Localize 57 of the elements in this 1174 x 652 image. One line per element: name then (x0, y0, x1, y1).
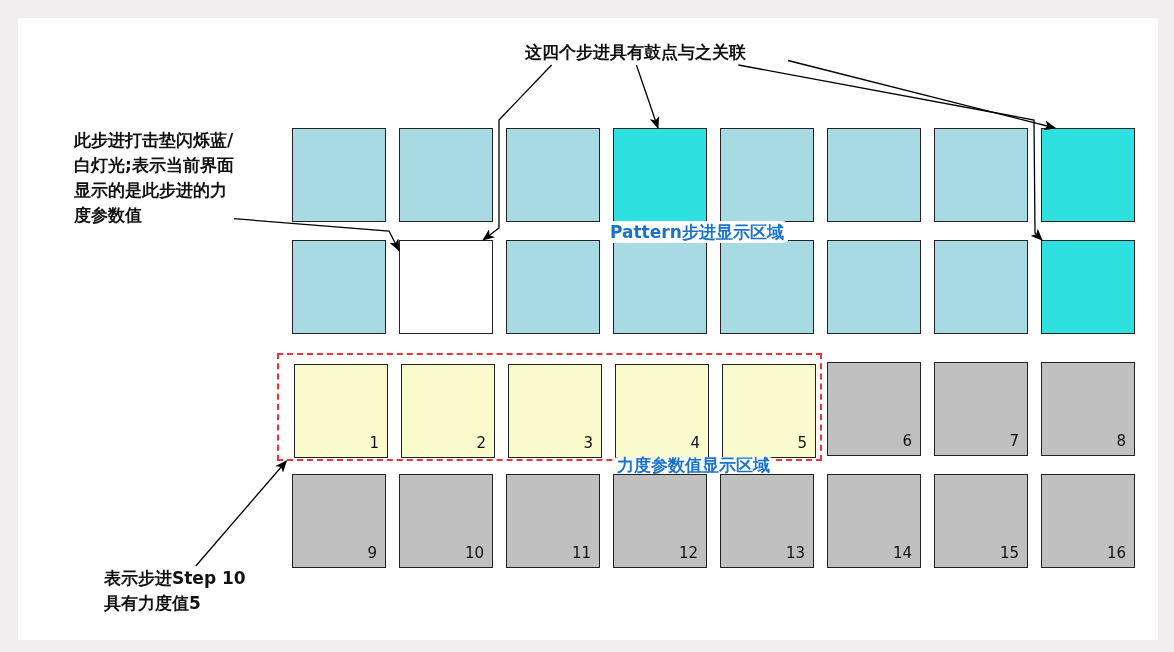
step-number: 10 (464, 546, 484, 561)
arrow (233, 218, 400, 252)
drum-pad (720, 474, 814, 568)
drum-pad (615, 364, 709, 458)
drum-pad (720, 128, 814, 222)
drum-pad (722, 364, 816, 458)
step-number: 12 (678, 546, 698, 561)
drum-pad (1041, 128, 1135, 222)
drum-pad (292, 474, 386, 568)
arrow (737, 64, 1043, 241)
drum-pad (827, 362, 921, 456)
drum-pad (292, 128, 386, 222)
drum-pad (1041, 474, 1135, 568)
drum-pad (506, 128, 600, 222)
step-number: 15 (999, 546, 1019, 561)
drum-pad (401, 364, 495, 458)
annotation-text: 这四个步进具有鼓点与之关联 (482, 40, 788, 65)
step-number: 7 (1009, 434, 1019, 449)
arrow (482, 64, 553, 241)
step-number: 13 (785, 546, 805, 561)
annotation-text: 表示步进Step 10 具有力度值5 (104, 566, 254, 616)
drum-pad (827, 474, 921, 568)
step-number: 8 (1116, 434, 1126, 449)
drum-pad (399, 240, 493, 334)
arrow (195, 460, 288, 567)
arrow (635, 64, 660, 129)
drum-pad (827, 240, 921, 334)
step-number: 16 (1106, 546, 1126, 561)
step-number: 6 (902, 434, 912, 449)
drum-pad (506, 240, 600, 334)
drum-pad (613, 128, 707, 222)
drum-pad (613, 240, 707, 334)
drum-pad (1041, 362, 1135, 456)
drum-pad (934, 128, 1028, 222)
drum-pad (399, 474, 493, 568)
step-number: 11 (571, 546, 591, 561)
drum-pad (1041, 240, 1135, 334)
drum-pad (827, 128, 921, 222)
step-number: 1 (369, 436, 379, 451)
drum-pad (292, 240, 386, 334)
drum-pad (508, 364, 602, 458)
step-number: 3 (583, 436, 593, 451)
drum-pad (294, 364, 388, 458)
drum-pad (934, 240, 1028, 334)
drum-pad (934, 362, 1028, 456)
drum-pad (613, 474, 707, 568)
step-number: 5 (797, 436, 807, 451)
drum-pad (399, 128, 493, 222)
step-number: 4 (690, 436, 700, 451)
step-number: 2 (476, 436, 486, 451)
step-number: 14 (892, 546, 912, 561)
drum-pad (720, 240, 814, 334)
drum-pad (934, 474, 1028, 568)
region-label: 力度参数值显示区域 (611, 457, 776, 474)
step-number: 9 (367, 546, 377, 561)
annotation-text: 此步进打击垫闪烁蓝/白灯光;表示当前界面显示的是此步进的力度参数值 (74, 128, 234, 232)
drum-pad (506, 474, 600, 568)
